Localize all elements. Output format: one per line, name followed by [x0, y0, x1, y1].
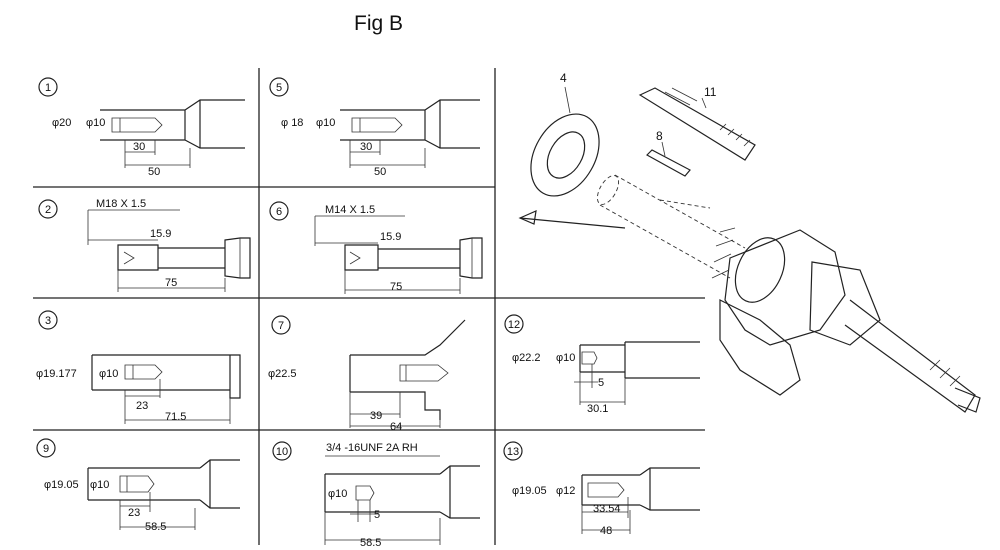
panel-grid [33, 68, 705, 545]
panel-1: 1 φ20 φ10 30 50 [38, 77, 245, 178]
dim-label: 30 [133, 141, 145, 153]
dim-label: 50 [148, 166, 160, 178]
dim-label: M14 X 1.5 [325, 204, 375, 216]
panel-number: 1 [45, 82, 51, 94]
panel-number: 12 [508, 319, 520, 331]
shaft-part: 11 [638, 85, 756, 161]
panel-2: 2 M18 X 1.5 15.9 75 [38, 198, 251, 292]
dim-label: 5 [374, 509, 380, 521]
callout-label: 8 [656, 129, 663, 143]
dim-label: φ10 [99, 368, 118, 380]
panel-number: 13 [507, 446, 519, 458]
panel-number: 2 [45, 204, 51, 216]
panel-9: 9 φ19.05 φ10 23 58.5 [36, 438, 240, 533]
panel-number: 10 [276, 446, 288, 458]
dim-label: φ22.5 [268, 368, 297, 380]
panel-7: 7 φ22.5 39 64 [268, 315, 466, 433]
panel-6: 6 M14 X 1.5 15.9 75 [269, 201, 483, 294]
dim-label: 64 [390, 421, 402, 433]
dim-label: φ10 [328, 488, 347, 500]
dim-label: 30 [360, 141, 372, 153]
dim-label: 3/4 -16UNF 2A RH [326, 442, 418, 454]
dim-label: 50 [374, 166, 386, 178]
panel-number: 7 [278, 320, 284, 332]
panel-number: 9 [43, 443, 49, 455]
panel-10: 10 3/4 -16UNF 2A RH φ10 5 58.5 [272, 441, 480, 549]
dim-label: M18 X 1.5 [96, 198, 146, 210]
crankshaft-illustration: 4 11 8 [518, 71, 981, 413]
panel-number: 5 [276, 82, 282, 94]
panel-5: 5 φ 18 φ10 30 50 [269, 77, 480, 178]
dim-label: 33.54 [593, 503, 621, 515]
panel-number: 3 [45, 315, 51, 327]
dim-label: 75 [165, 277, 177, 289]
figure-title: Fig B [354, 12, 404, 35]
panel-number: 6 [276, 206, 282, 218]
dim-label: 58.5 [360, 537, 381, 549]
dim-label: φ19.05 [44, 479, 79, 491]
dim-label: 15.9 [380, 231, 401, 243]
washer-part: 4 [530, 71, 600, 197]
panel-13: 13 φ19.05 φ12 33.54 48 [503, 441, 700, 537]
dim-label: 48 [600, 525, 612, 537]
dim-label: φ10 [86, 117, 105, 129]
dim-label: φ19.177 [36, 368, 77, 380]
dim-label: φ20 [52, 117, 71, 129]
dim-label: φ19.05 [512, 485, 547, 497]
dim-label: 58.5 [145, 521, 166, 533]
dim-label: φ12 [556, 485, 575, 497]
dim-label: 30.1 [587, 403, 608, 415]
dim-label: 75 [390, 281, 402, 293]
dim-label: φ10 [90, 479, 109, 491]
dim-label: φ 18 [281, 117, 303, 129]
callout-label: 4 [560, 71, 567, 85]
dim-label: φ22.2 [512, 352, 541, 364]
dim-label: φ10 [316, 117, 335, 129]
callout-label: 11 [704, 85, 717, 99]
dim-label: 15.9 [150, 228, 171, 240]
panel-3: 3 φ19.177 φ10 23 71.5 [36, 310, 241, 424]
key-part: 8 [646, 129, 691, 177]
dim-label: 71.5 [165, 411, 186, 423]
dim-label: 23 [128, 507, 140, 519]
dim-label: φ10 [556, 352, 575, 364]
dim-label: 5 [598, 377, 604, 389]
dim-label: 39 [370, 410, 382, 422]
panel-12: 12 φ22.2 φ10 5 30.1 [504, 314, 700, 415]
dim-label: 23 [136, 400, 148, 412]
